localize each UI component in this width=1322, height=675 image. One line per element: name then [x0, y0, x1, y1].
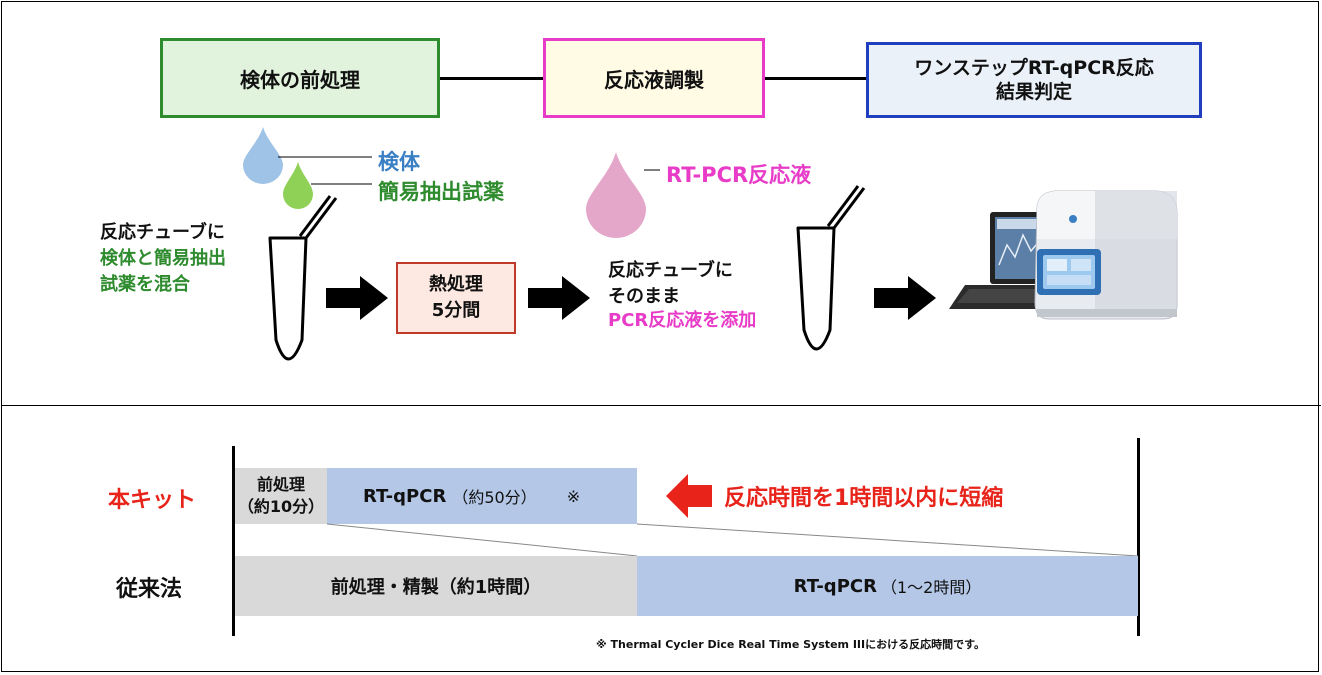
kit-rt-time: （約50分） [452, 488, 537, 507]
conv-rt-time: （1～2時間） [880, 578, 982, 597]
kit-rt-mark: ※ [566, 486, 581, 506]
tube1-instruction-line2: 検体と簡易抽出 [100, 248, 226, 269]
reagent-label: 簡易抽出試薬 [378, 180, 504, 204]
kit-rtqpcr-bar: RT-qPCR （約50分） ※ [327, 468, 637, 524]
conv-pre-text: 前処理・精製（約1時間） [330, 577, 542, 598]
tube1-instruction-line1: 反応チューブに [100, 222, 225, 243]
kit-row-label: 本キット [108, 488, 197, 513]
kit-rt-main: RT-qPCR [363, 485, 447, 507]
sample-label: 検体 [378, 150, 420, 174]
step-label-pretreatment: 検体の前処理 [240, 67, 360, 92]
step-label-reaction-prep: 反応液調製 [604, 67, 704, 92]
tube2-instruction-line2: そのまま [608, 286, 680, 307]
reaction-tube-icon-1 [268, 195, 338, 361]
conventional-row-label: 従来法 [116, 577, 183, 602]
step-box-onestep-rtqpcr: ワンステップRT-qPCR反応 結果判定 [866, 42, 1202, 118]
step-box-pretreatment: 検体の前処理 [160, 38, 440, 118]
conventional-pretreatment-bar: 前処理・精製（約1時間） [235, 556, 637, 616]
arrow-right-icon-1 [326, 276, 388, 320]
step-box-reaction-prep: 反応液調製 [543, 38, 765, 118]
leader-lines [278, 156, 660, 185]
heat-treatment-box: 熱処理 5分間 [396, 262, 516, 334]
connector-line-1 [440, 77, 544, 80]
arrow-right-icon-3 [874, 276, 936, 320]
red-arrow-left-icon [666, 474, 712, 518]
conv-rt-main: RT-qPCR [793, 575, 877, 597]
sample-droplet-icon [243, 127, 283, 184]
reaction-tube-icon-2 [796, 185, 866, 351]
reagent-droplet-icon [283, 162, 313, 209]
timeline-start-line [232, 446, 235, 636]
connector-line-2 [764, 77, 867, 80]
footnote: ※ Thermal Cycler Dice Real Time System I… [596, 638, 985, 651]
timeline-end-line [1137, 438, 1140, 636]
kit-pre-line1: 前処理 [256, 475, 305, 494]
step-label-onestep-rtqpcr: ワンステップRT-qPCR反応 結果判定 [914, 57, 1154, 103]
kit-pretreatment-bar: 前処理 （約10分） [235, 468, 327, 524]
tube2-instruction-line1: 反応チューブに [608, 260, 733, 281]
kit-pre-line2: （約10分） [237, 497, 325, 516]
section-divider [1, 405, 1321, 406]
rtpcr-droplet-icon [586, 152, 646, 238]
tube1-instruction-line3: 試薬を混合 [100, 274, 190, 295]
tube2-instruction-line3: PCR反応液を添加 [608, 310, 757, 331]
pcr-instrument-with-laptop-image [949, 190, 1178, 320]
conventional-rtqpcr-bar: RT-qPCR （1～2時間） [637, 556, 1138, 616]
rtpcr-solution-label: RT-PCR反応液 [666, 163, 812, 187]
heat-line1: 熱処理 [429, 274, 483, 295]
reduction-message: 反応時間を1時間以内に短縮 [724, 486, 1004, 511]
arrow-right-icon-2 [528, 276, 590, 320]
heat-line2: 5分間 [431, 300, 481, 321]
